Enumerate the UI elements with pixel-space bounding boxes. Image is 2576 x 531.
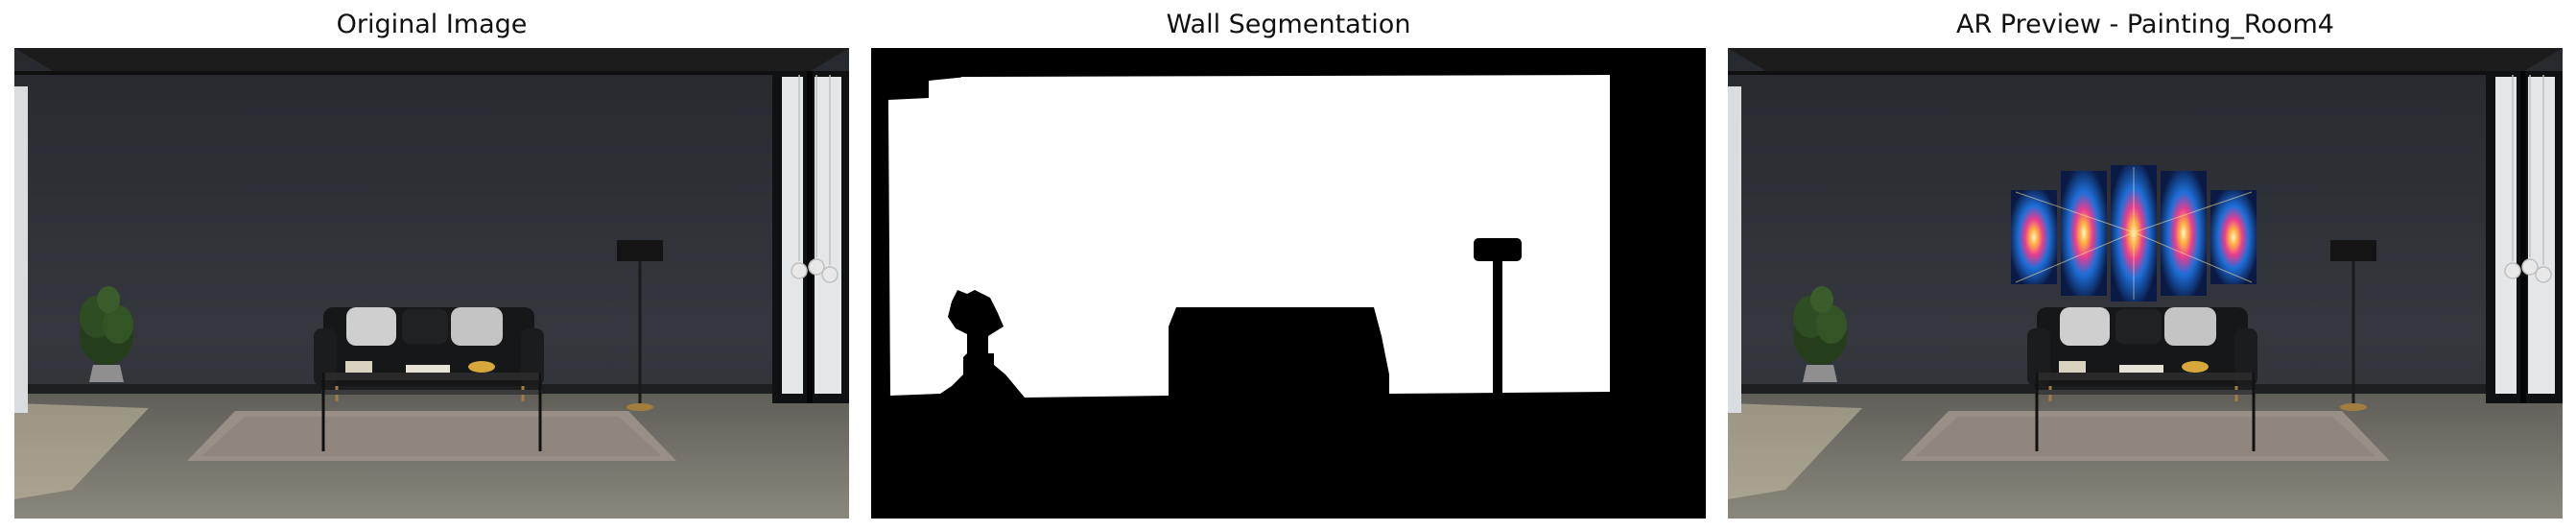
original-image <box>14 48 849 519</box>
panel-title: Original Image <box>336 10 528 39</box>
wall-mask-image <box>871 48 1706 519</box>
panel-segmentation: Wall Segmentation <box>871 0 1706 531</box>
painting-icon <box>2011 165 2257 302</box>
ar-preview-image <box>1728 48 2563 519</box>
panel-title: Wall Segmentation <box>1166 10 1411 39</box>
panel-original: Original Image <box>14 0 849 531</box>
panel-title: AR Preview - Painting_Room4 <box>1956 10 2334 39</box>
panel-ar-preview: AR Preview - Painting_Room4 <box>1728 0 2563 531</box>
